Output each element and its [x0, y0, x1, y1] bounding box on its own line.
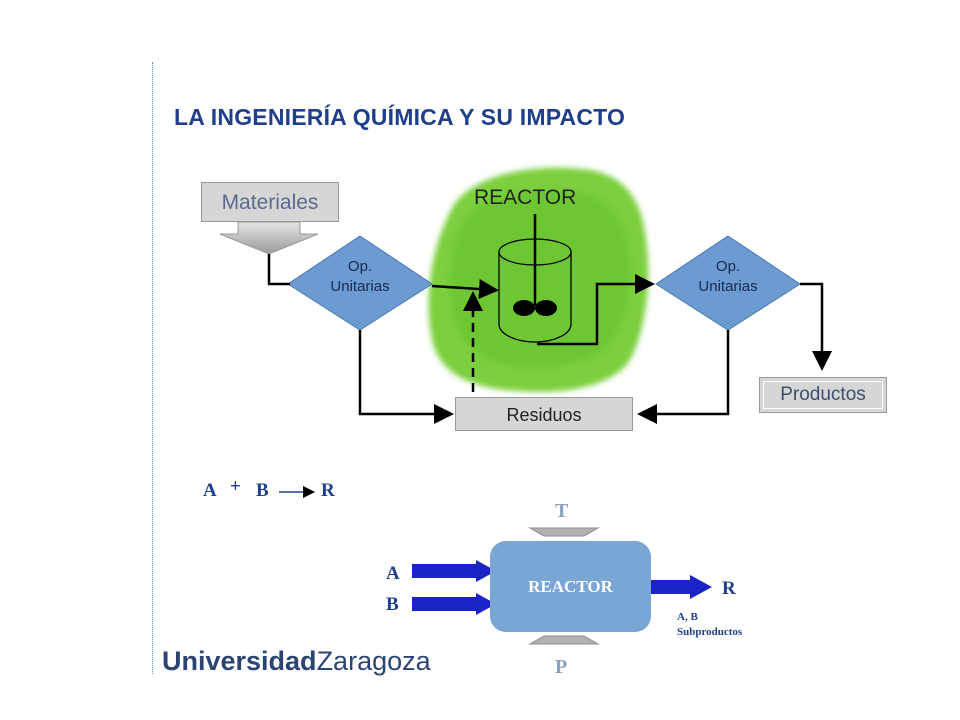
temperature-arrow [528, 527, 600, 537]
university-logo: UniversidadZaragoza [162, 646, 431, 677]
flow-line-reactor-out [537, 274, 655, 346]
input-a-arrow [412, 560, 496, 582]
materiales-down-arrow [219, 221, 319, 255]
page-title: LA INGENIERÍA QUÍMICA Y SU IMPACTO [174, 104, 626, 130]
op-unitarias-right-label: Op. Unitarias [668, 257, 788, 297]
reactor-block: REACTOR [490, 541, 651, 632]
pressure-arrow [528, 635, 600, 645]
temperature-label: T [555, 500, 569, 522]
equation-r: R [321, 480, 335, 501]
op-right-line2: Unitarias [698, 278, 758, 295]
output-r-arrow [648, 575, 712, 599]
equation-a: A [203, 480, 217, 501]
flow-line-left-residuos [358, 330, 454, 424]
equation-plus: + [230, 476, 241, 497]
flow-line-to-reactor [431, 279, 499, 300]
logo-part1: Universidad [162, 646, 317, 676]
reactor-label: REACTOR [474, 186, 577, 209]
reactor-stirrer-blade-left [513, 300, 535, 316]
flow-line-right-residuos [637, 330, 730, 424]
op-right-line1: Op. [715, 258, 741, 275]
op-left-line2: Unitarias [330, 278, 390, 295]
op-unitarias-left-label: Op. Unitarias [300, 257, 420, 297]
residuos-box: Residuos [455, 397, 633, 431]
equation-b: B [256, 480, 269, 501]
input-b-label: B [386, 594, 399, 615]
byproducts-label: A, B Subproductos [677, 610, 742, 640]
materiales-box: Materiales [201, 182, 339, 222]
flow-line-to-productos [800, 282, 832, 371]
byproducts-line1: A, B [677, 611, 698, 623]
left-divider-line [152, 62, 153, 674]
flow-line-materiales [267, 254, 290, 286]
output-r-label: R [722, 578, 736, 599]
productos-box: Productos [759, 377, 887, 413]
pressure-label: P [555, 656, 568, 678]
input-b-arrow [412, 593, 496, 615]
byproducts-line2: Subproductos [677, 626, 743, 638]
op-left-line1: Op. [347, 258, 373, 275]
reactor-stirrer-blade-right [535, 300, 557, 316]
input-a-label: A [386, 563, 400, 584]
logo-part2: Zaragoza [316, 646, 431, 676]
